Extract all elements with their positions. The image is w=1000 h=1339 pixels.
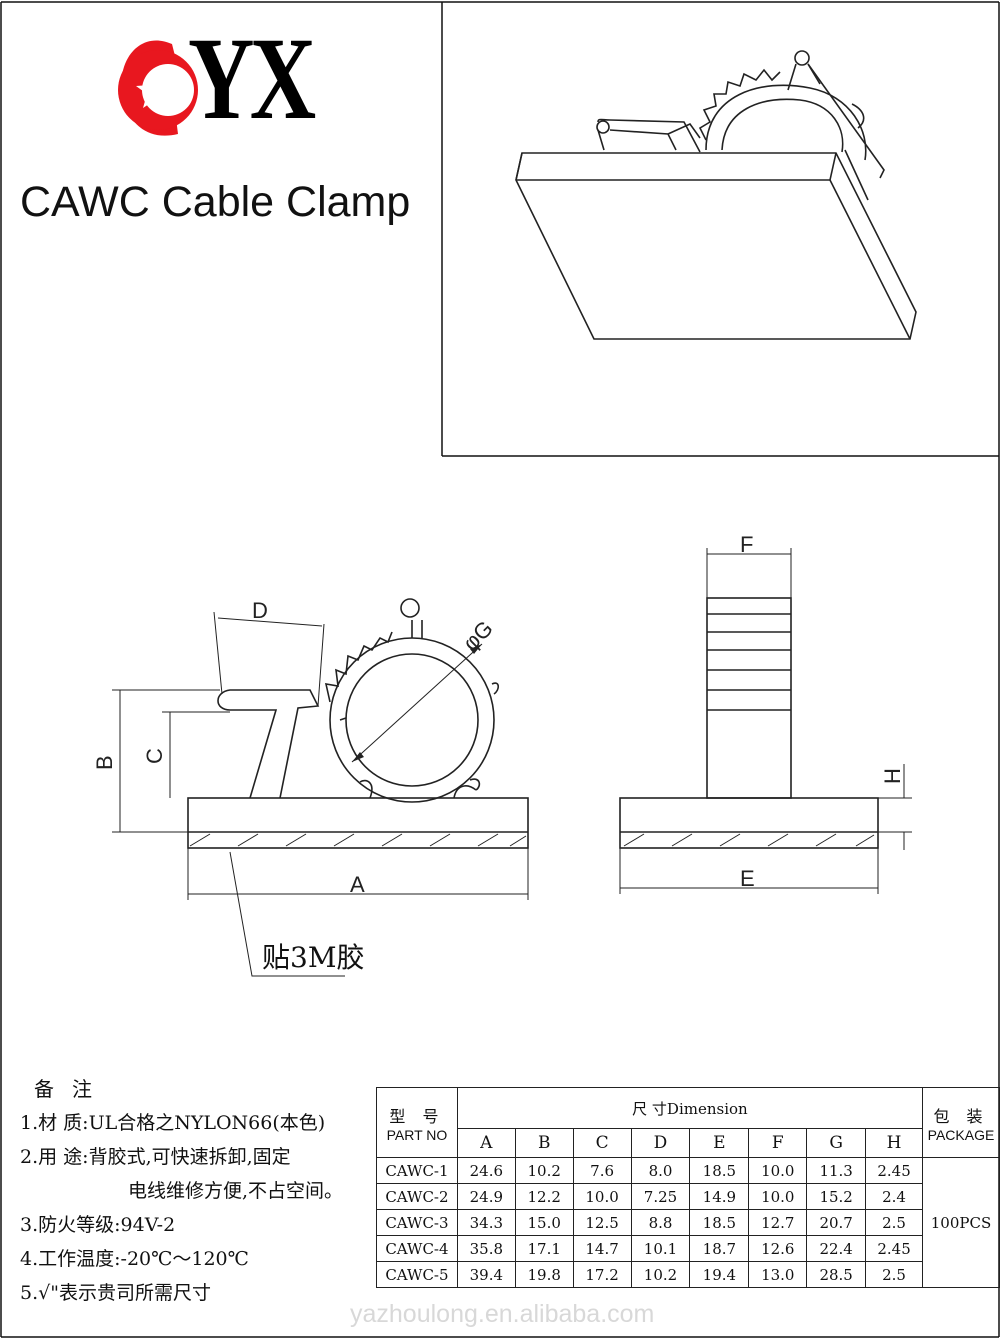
part-no-header: 型 号 PART NO bbox=[376, 1087, 458, 1158]
column-header: A bbox=[456, 1128, 516, 1158]
value-cell: 2.4 bbox=[865, 1183, 923, 1210]
dim-h-label: H bbox=[880, 768, 905, 784]
isometric-view bbox=[515, 50, 917, 340]
notes-section: 备注 1.材 质:UL合格之NYLON66(本色) 2.用 途:背胶式,可快速拆… bbox=[20, 1072, 343, 1310]
value-cell: 22.4 bbox=[806, 1235, 867, 1262]
column-header: F bbox=[748, 1128, 808, 1158]
note-line: 4.工作温度:-20℃～120℃ bbox=[20, 1248, 249, 1270]
value-cell: 7.6 bbox=[572, 1157, 632, 1184]
dim-g-label: φG bbox=[458, 616, 498, 656]
value-cell: 14.7 bbox=[572, 1235, 632, 1262]
dim-f-label: F bbox=[740, 532, 753, 557]
dim-c-label: C bbox=[142, 748, 167, 764]
logo-wordmark: YX bbox=[188, 13, 316, 144]
value-cell: 11.3 bbox=[806, 1157, 867, 1184]
value-cell: 8.8 bbox=[630, 1209, 691, 1236]
logo-c-star-icon bbox=[118, 40, 198, 136]
side-view bbox=[619, 548, 912, 894]
value-cell: 10.1 bbox=[630, 1235, 691, 1262]
dimension-header: 尺 寸Dimension bbox=[456, 1087, 924, 1129]
value-cell: 19.8 bbox=[514, 1261, 574, 1288]
value-cell: 24.6 bbox=[456, 1157, 516, 1184]
package-header: 包 装 PACKAGE bbox=[922, 1087, 1000, 1158]
notes-heading: 备注 bbox=[34, 1077, 110, 1101]
value-cell: 39.4 bbox=[456, 1261, 516, 1288]
value-cell: 17.1 bbox=[514, 1235, 574, 1262]
dim-a-label: A bbox=[350, 872, 365, 897]
value-cell: 2.45 bbox=[865, 1157, 923, 1184]
value-cell: 10.0 bbox=[748, 1157, 808, 1184]
value-cell: 17.2 bbox=[572, 1261, 632, 1288]
note-line: 3.防火等级:94V-2 bbox=[20, 1214, 176, 1236]
note-line: 1.材 质:UL合格之NYLON66(本色) bbox=[20, 1112, 326, 1134]
part-no-cell: CAWC-2 bbox=[376, 1183, 458, 1210]
column-header: H bbox=[865, 1128, 923, 1158]
tape-hatch bbox=[189, 833, 527, 847]
dim-b-label: B bbox=[92, 755, 117, 770]
note-line: 5.√"表示贵司所需尺寸 bbox=[20, 1282, 211, 1304]
value-cell: 10.2 bbox=[514, 1157, 574, 1184]
value-cell: 14.9 bbox=[689, 1183, 750, 1210]
dim-e-label: E bbox=[740, 866, 755, 891]
front-view bbox=[112, 598, 529, 977]
value-cell: 34.3 bbox=[456, 1209, 516, 1236]
value-cell: 28.5 bbox=[806, 1261, 867, 1288]
part-no-cell: CAWC-4 bbox=[376, 1235, 458, 1262]
product-title: CAWC Cable Clamp bbox=[20, 178, 411, 226]
dim-d-label: D bbox=[252, 598, 268, 623]
column-header: B bbox=[514, 1128, 574, 1158]
value-cell: 18.5 bbox=[689, 1157, 750, 1184]
note-line: 2.用 途:背胶式,可快速拆卸,固定 bbox=[20, 1146, 291, 1168]
value-cell: 15.2 bbox=[806, 1183, 867, 1210]
value-cell: 12.5 bbox=[572, 1209, 632, 1236]
value-cell: 20.7 bbox=[806, 1209, 867, 1236]
value-cell: 2.5 bbox=[865, 1261, 923, 1288]
column-header: D bbox=[630, 1128, 691, 1158]
value-cell: 12.2 bbox=[514, 1183, 574, 1210]
value-cell: 10.0 bbox=[572, 1183, 632, 1210]
part-no-cell: CAWC-1 bbox=[376, 1157, 458, 1184]
value-cell: 15.0 bbox=[514, 1209, 574, 1236]
part-no-cell: CAWC-3 bbox=[376, 1209, 458, 1236]
value-cell: 18.7 bbox=[689, 1235, 750, 1262]
column-header: C bbox=[572, 1128, 632, 1158]
value-cell: 8.0 bbox=[630, 1157, 691, 1184]
value-cell: 19.4 bbox=[689, 1261, 750, 1288]
column-header: G bbox=[806, 1128, 867, 1158]
value-cell: 35.8 bbox=[456, 1235, 516, 1262]
part-no-cell: CAWC-5 bbox=[376, 1261, 458, 1288]
value-cell: 18.5 bbox=[689, 1209, 750, 1236]
note-line: 电线维修方便,不占空间。 bbox=[128, 1180, 344, 1202]
tape-label: 贴3M胶 bbox=[262, 941, 365, 974]
value-cell: 10.0 bbox=[748, 1183, 808, 1210]
side-tape-hatch bbox=[623, 833, 875, 847]
column-header: E bbox=[689, 1128, 750, 1158]
value-cell: 12.6 bbox=[748, 1235, 808, 1262]
value-cell: 2.45 bbox=[865, 1235, 923, 1262]
value-cell: 10.2 bbox=[630, 1261, 691, 1288]
value-cell: 24.9 bbox=[456, 1183, 516, 1210]
value-cell: 12.7 bbox=[748, 1209, 808, 1236]
value-cell: 2.5 bbox=[865, 1209, 923, 1236]
watermark: yazhoulong.en.alibaba.com bbox=[350, 1300, 655, 1328]
value-cell: 7.25 bbox=[630, 1183, 691, 1210]
package-cell: 100PCS bbox=[922, 1157, 1000, 1288]
value-cell: 13.0 bbox=[748, 1261, 808, 1288]
